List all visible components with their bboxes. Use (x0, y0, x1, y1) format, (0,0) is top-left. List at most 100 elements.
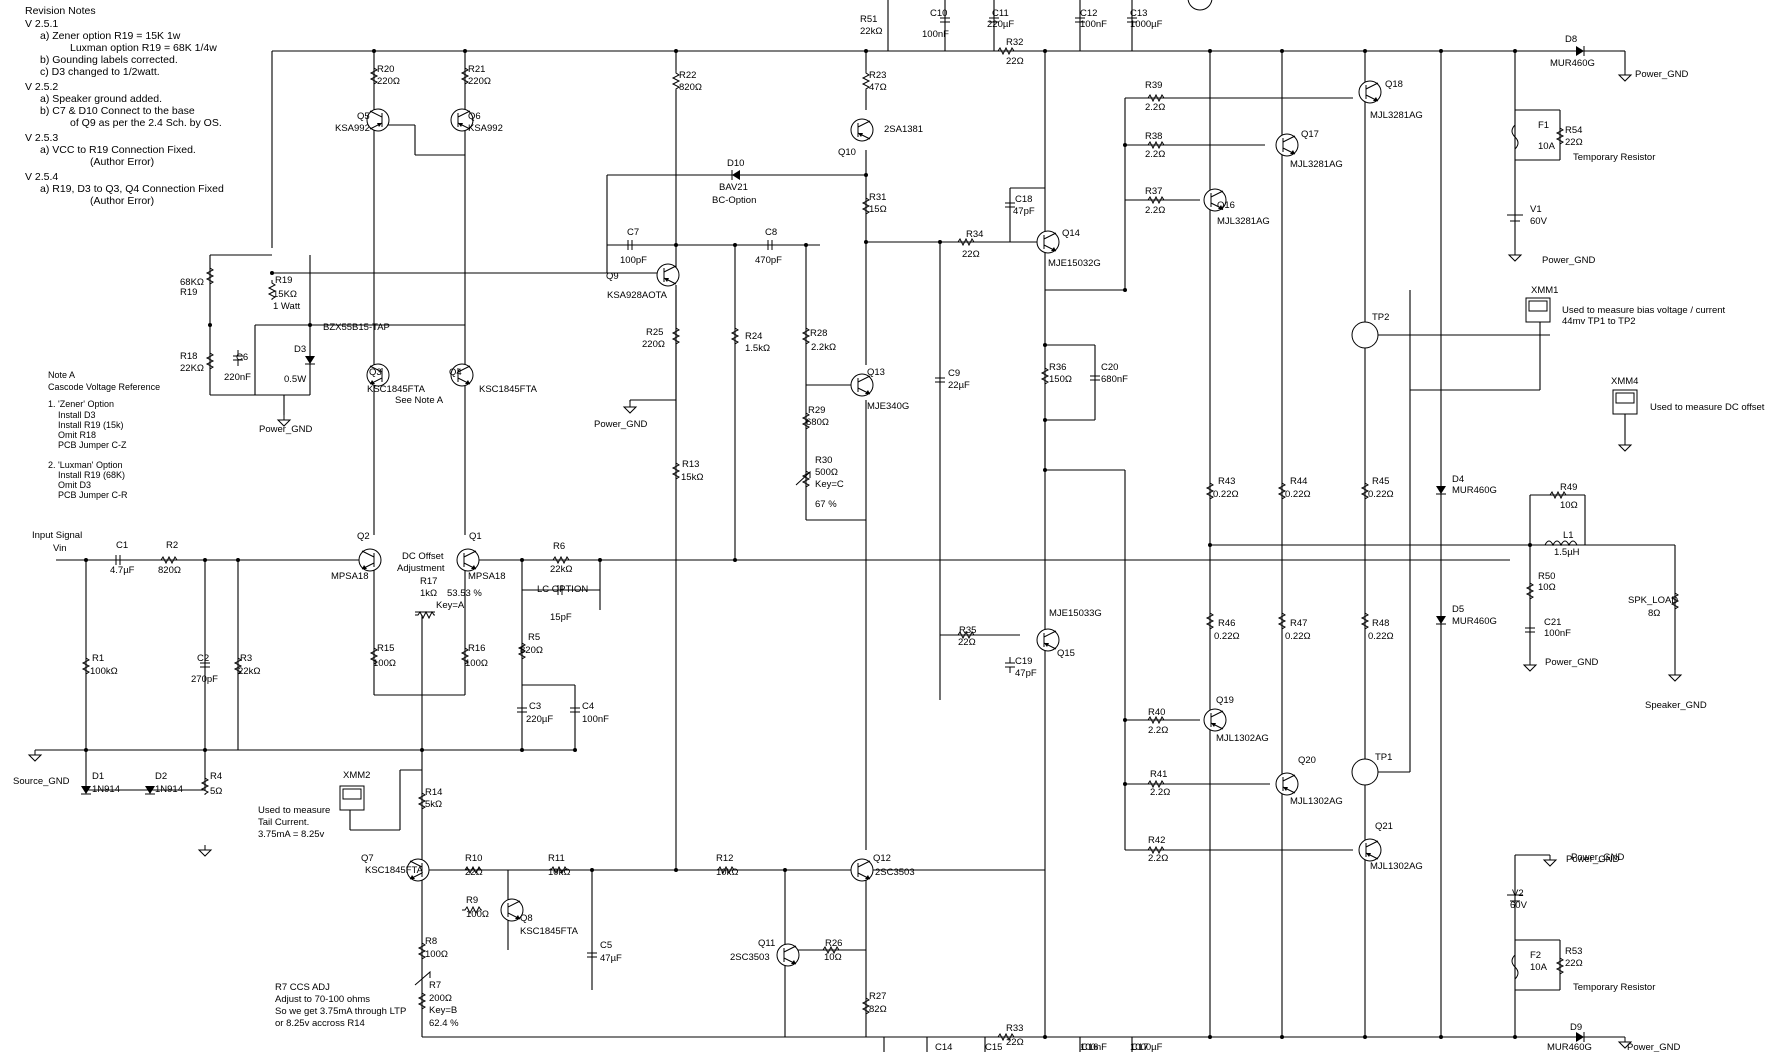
component-label: Key=C (815, 479, 844, 490)
component-label: D9 (1570, 1022, 1582, 1033)
component-label: MUR460G (1452, 485, 1497, 496)
component-label: R53 (1565, 946, 1582, 957)
component-label: C11 (992, 8, 1009, 19)
component-label: R24 (745, 331, 762, 342)
component-label: 10kΩ (716, 867, 738, 878)
component-label: R31 (869, 192, 886, 203)
component-label: BZX55B15-TAP (323, 322, 390, 333)
component-label: Q10 (838, 147, 856, 158)
component-label: R19 (275, 275, 292, 286)
component-label: C9 (948, 368, 960, 379)
revision-note-line: b) Gounding labels corrected. (40, 54, 178, 66)
component-label: F1 (1538, 120, 1549, 131)
component-label: D8 (1565, 34, 1577, 45)
component-label: R2 (166, 540, 178, 551)
component-label: MJL3281AG (1370, 110, 1423, 121)
component-label: C17 (1131, 1042, 1148, 1052)
component-label: R45 (1372, 476, 1389, 487)
component-label: LC OPTION (537, 584, 588, 595)
component-label: C6 (236, 352, 248, 363)
component-label: MUR460G (1550, 58, 1595, 69)
component-label: 2.2Ω (1145, 102, 1165, 113)
component-label: 500Ω (815, 467, 838, 478)
component-label: Q20 (1298, 755, 1316, 766)
revision-note-line: (Author Error) (90, 195, 154, 207)
note-a-line: Note A (48, 370, 75, 380)
component-label: Power_GND (1635, 69, 1688, 80)
component-label: Q18 (1385, 79, 1403, 90)
diodes (80, 45, 1585, 1043)
component-label: R6 (553, 541, 565, 552)
component-label: D4 (1452, 474, 1464, 485)
component-label: R7 CCS ADJ (275, 982, 330, 993)
component-label: 44mv TP1 to TP2 (1562, 316, 1636, 327)
note-a-line: 1. 'Zener' Option (48, 399, 114, 409)
component-label: R5 (528, 632, 540, 643)
component-label: 100nF (1544, 628, 1571, 639)
component-label: Power_GND (1545, 657, 1598, 668)
component-label: or 8.25v accross R14 (275, 1018, 365, 1029)
component-label: 1.5µH (1554, 547, 1580, 558)
component-label: R39 (1145, 80, 1162, 91)
revision-note-line: Luxman option R19 = 68K 1/4w (70, 42, 217, 54)
component-label: 270pF (191, 674, 218, 685)
component-label: R43 (1218, 476, 1235, 487)
component-label: Q8 (520, 913, 533, 924)
component-label: MUR460G (1452, 616, 1497, 627)
component-label: 2.2Ω (1145, 205, 1165, 216)
component-label: 2.2Ω (1148, 725, 1168, 736)
component-label: 3.75mA = 8.25v (258, 829, 325, 840)
component-label: Power_GND (1566, 854, 1619, 865)
component-label: 2.2Ω (1145, 149, 1165, 160)
component-label: R1 (92, 653, 104, 664)
component-label: 22Ω (962, 249, 980, 260)
revision-note-line: a) Speaker ground added. (40, 93, 162, 105)
component-label: R17 (420, 576, 437, 587)
component-label: 220nF (224, 372, 251, 383)
component-label: 10A (1530, 962, 1548, 973)
component-label: R38 (1145, 131, 1162, 142)
component-label: 10A (1538, 141, 1556, 152)
component-label: MJL1302AG (1216, 733, 1269, 744)
component-label: R21 (468, 64, 485, 75)
component-label: R29 (808, 405, 825, 416)
component-label: 15KΩ (273, 289, 297, 300)
component-label: 0.5W (284, 374, 306, 385)
component-label: R23 (869, 70, 886, 81)
component-label: R33 (1006, 1023, 1023, 1034)
component-label: 22Ω (1006, 1037, 1024, 1048)
component-label: 10Ω (824, 952, 842, 963)
component-label: C13 (1130, 8, 1147, 19)
component-label: R40 (1148, 707, 1165, 718)
component-label: 100nF (922, 29, 949, 40)
component-label: 100nF (1080, 19, 1107, 30)
component-label: 22kΩ (238, 666, 260, 677)
component-label: C16 (1081, 1042, 1098, 1052)
component-label: 15Ω (869, 204, 887, 215)
component-label: R12 (716, 853, 733, 864)
component-label: 5kΩ (425, 799, 442, 810)
wires (35, 0, 1676, 1052)
component-label: 60V (1510, 900, 1528, 911)
component-label: Q15 (1057, 648, 1075, 659)
component-label: 10Ω (1538, 582, 1556, 593)
component-label: MJE340G (867, 401, 909, 412)
component-label: 60V (1530, 216, 1548, 227)
component-label: R47 (1290, 618, 1307, 629)
component-label: 680nF (1101, 374, 1128, 385)
misc-parts (339, 0, 1638, 986)
component-label: DC Offset (402, 551, 444, 562)
component-label: R49 (1560, 482, 1577, 493)
component-label: 1 Watt (273, 301, 300, 312)
revision-note-line: Revision Notes (25, 5, 96, 17)
component-label: D2 (155, 771, 167, 782)
component-label: 1.5kΩ (745, 343, 770, 354)
component-label: Q12 (873, 853, 891, 864)
component-label: MPSA18 (468, 571, 506, 582)
component-label: R32 (1006, 37, 1023, 48)
component-label: R51 (860, 14, 877, 25)
component-label: 2SC3503 (730, 952, 770, 963)
component-label: So we get 3.75mA through LTP (275, 1006, 406, 1017)
